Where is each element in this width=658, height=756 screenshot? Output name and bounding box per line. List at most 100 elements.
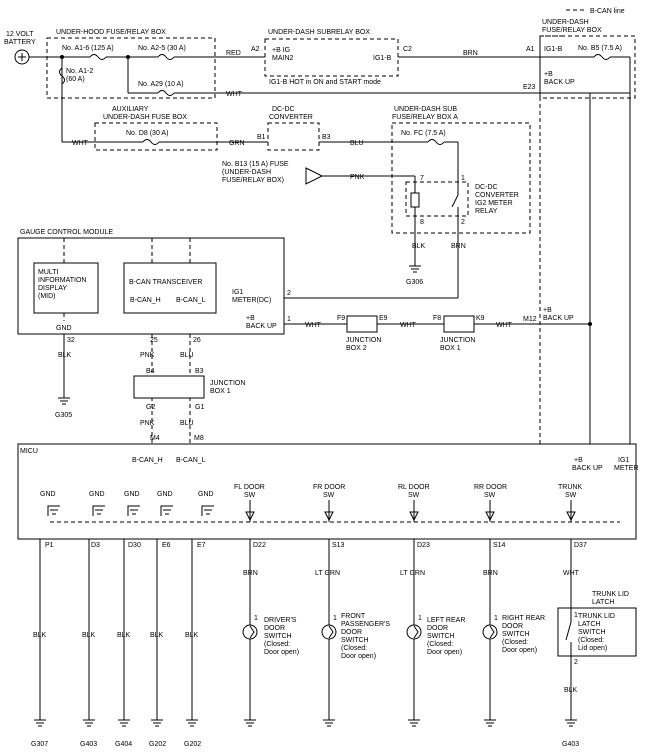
- trunk-latch-title: TRUNK LID: [592, 591, 629, 598]
- jb1-pin-b4: B4: [146, 368, 155, 375]
- underdash-pin-e23: E23: [523, 84, 536, 91]
- relay-pin2: 2: [461, 219, 465, 226]
- wire-wht-label-4: WHT: [400, 322, 417, 329]
- wire-ltgrn-label-1: LT GRN: [315, 570, 340, 577]
- gcm-box: [17, 237, 285, 335]
- micu-pin-s14: S14: [493, 542, 506, 549]
- underhood-title: UNDER-HOOD FUSE/RELAY BOX: [56, 29, 166, 36]
- micu-gnd-label-5: GND: [198, 491, 214, 498]
- micu-trunk-sw: SW: [565, 492, 577, 499]
- driver-switch-state: (Closed:: [264, 641, 290, 648]
- micu-plus-b: +B: [574, 457, 583, 464]
- ground-g202-label: G202: [149, 741, 166, 748]
- driver-switch-state-2: Door open): [264, 649, 299, 656]
- micu-box: [17, 443, 637, 540]
- micu-pin-p1: P1: [45, 542, 54, 549]
- jb2-label: JUNCTION: [346, 337, 381, 344]
- underdash-pin-a1: A1: [526, 46, 535, 53]
- sw-pin-1d: 1: [494, 615, 498, 622]
- aux-title: AUXILIARY: [112, 106, 149, 113]
- trunk-switch-state-2: Lid open): [578, 645, 607, 652]
- battery-label: 12 VOLT: [6, 31, 34, 38]
- micu-pin-d22: D22: [253, 542, 266, 549]
- trunk-switch-label: TRUNK LID: [578, 613, 615, 620]
- ground-g202b-label: G202: [184, 741, 201, 748]
- dcdc-pin-b1: B1: [257, 134, 266, 141]
- micu-trunk: TRUNK: [558, 484, 582, 491]
- wire-blu-label-1: BLU: [350, 140, 364, 147]
- trunk-latch-title-2: LATCH: [592, 599, 614, 606]
- lr-switch-label: LEFT REAR: [427, 617, 465, 624]
- jb1-label: JUNCTION: [440, 337, 475, 344]
- fuse-b13-label-3: FUSE/RELAY BOX): [222, 177, 284, 184]
- fuse-a12-label-2: (60 A): [66, 76, 85, 83]
- jb2-label-2: BOX 2: [346, 345, 367, 352]
- ground-g307-label: G307: [31, 741, 48, 748]
- wire-blk-label-8: BLK: [564, 687, 578, 694]
- fuse-b5-label: No. B5 (7.5 A): [578, 45, 622, 52]
- relay-contact-icon: [451, 194, 459, 208]
- wire-wht-label-2: WHT: [72, 140, 89, 147]
- subrelay-pin-c2: C2: [403, 46, 412, 53]
- micu-title: MICU: [20, 448, 38, 455]
- driver-switch-label: DRIVER'S: [264, 617, 297, 624]
- subfuse-title: UNDER-DASH SUB: [394, 106, 457, 113]
- gcm-backup: +B: [246, 315, 255, 322]
- wire-red-label: RED: [226, 50, 241, 57]
- aux-title-2: UNDER-DASH FUSE BOX: [103, 114, 187, 121]
- rr-switch-label: RIGHT REAR: [502, 615, 545, 622]
- dcdc-box: [267, 122, 320, 151]
- ground-g306-label: G306: [406, 279, 423, 286]
- subfuse-title-2: FUSE/RELAY BOX A: [392, 114, 458, 121]
- fuse-b13-label: No. B13 (15 A) FUSE: [222, 161, 289, 168]
- fuse-a12-icon: [59, 67, 65, 85]
- sw-pin-1b: 1: [333, 615, 337, 622]
- trunk-latch-box: [557, 607, 637, 657]
- lr-switch-label-2: DOOR: [427, 625, 448, 632]
- mid-label: MULTI: [38, 269, 59, 276]
- micu-fr-sw: SW: [323, 492, 335, 499]
- dcdc-pin-b3: B3: [322, 134, 331, 141]
- fuse-b5-icon: [593, 54, 611, 60]
- fuse-a16-icon: [89, 54, 107, 60]
- fp-switch-label-2: PASSENGER'S: [341, 621, 390, 628]
- wire-pnk-label-3: PNK: [140, 420, 155, 427]
- trunk-switch-state: (Closed:: [578, 637, 604, 644]
- rr-switch-state-2: Door open): [502, 647, 537, 654]
- wire-pnk-label-1: PNK: [350, 174, 365, 181]
- underdash-backup: BACK UP: [544, 79, 575, 86]
- fuse-fc-label: No. FC (7.5 A): [401, 130, 446, 137]
- fuse-d8-icon: [142, 139, 160, 145]
- micu-gnd-group: GND GND GND GND GND: [40, 491, 214, 498]
- micu-pin-m8: M8: [194, 435, 204, 442]
- micu-rr-door: RR DOOR: [474, 484, 507, 491]
- wire-blk-label-1: BLK: [412, 243, 426, 250]
- micu-fr-door: FR DOOR: [313, 484, 345, 491]
- relay-label-2: CONVERTER: [475, 192, 519, 199]
- sw-pin-1a: 1: [254, 615, 258, 622]
- dcdc-title: DC-DC: [272, 106, 295, 113]
- gcm-title: GAUGE CONTROL MODULE: [20, 229, 113, 236]
- wire-brn-label-1: BRN: [463, 50, 478, 57]
- wire-blk-label-7: BLK: [185, 632, 199, 639]
- gcm-pin32: 32: [67, 337, 75, 344]
- micu-ig1: IG1: [618, 457, 629, 464]
- underdash-ig1b: IG1-B: [544, 46, 563, 53]
- micu-pin-d3: D3: [91, 542, 100, 549]
- wire-blu-label-2: BLU: [180, 352, 194, 359]
- bcan-main-route: [539, 35, 566, 444]
- fuse-d8-label: No. D8 (30 A): [126, 130, 168, 137]
- jb2-pin-f9: F9: [337, 315, 345, 322]
- jb2-connector: [346, 315, 378, 333]
- m12-pin: M12: [523, 316, 537, 323]
- rr-switch-state: (Closed:: [502, 639, 528, 646]
- driver-switch-label-3: SWITCH: [264, 633, 292, 640]
- jb1-pin-k9: K9: [476, 315, 485, 322]
- micu-bcan-l: B-CAN_L: [176, 457, 206, 464]
- relay-pin8: 8: [420, 219, 424, 226]
- connector-arrow-icon: [305, 167, 324, 185]
- fuse-fc-icon: [427, 139, 445, 145]
- gcm-ig1: IG1: [232, 289, 243, 296]
- door-switch-icons: [242, 624, 498, 640]
- trunk-switch-label-2: LATCH: [578, 621, 600, 628]
